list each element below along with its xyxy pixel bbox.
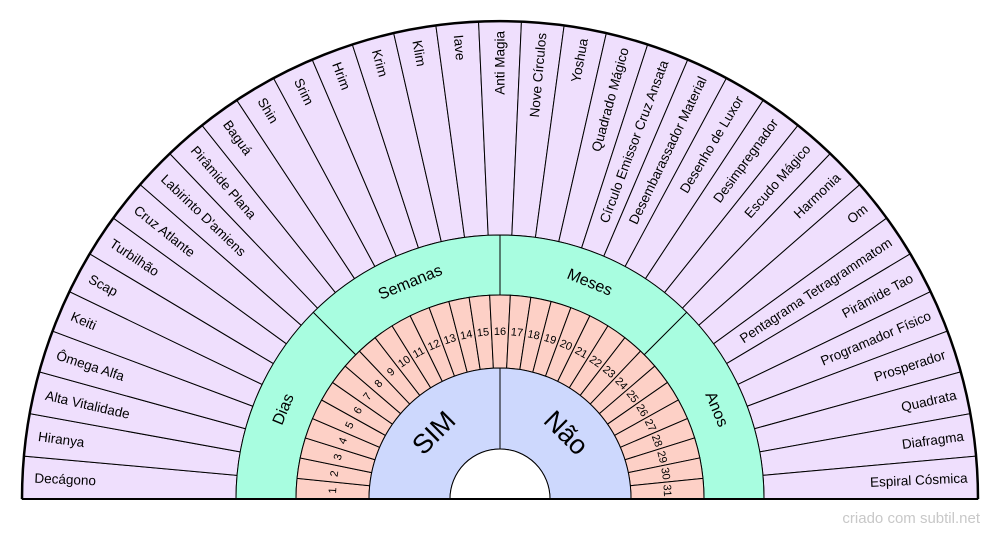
center-hub	[20, 19, 980, 500]
number-label: 31	[660, 484, 673, 497]
number-label: 3	[332, 453, 345, 462]
number-label: 20	[558, 338, 574, 354]
outer-label: Krim	[369, 48, 391, 79]
number-label: 16	[494, 326, 506, 338]
number-label: 12	[426, 338, 442, 354]
number-label: 4	[337, 436, 350, 446]
number-label: 15	[476, 326, 489, 339]
number-label: 25	[624, 388, 641, 405]
number-label: 28	[649, 433, 665, 449]
number-label: 27	[642, 417, 658, 433]
outer-label: Hiranya	[37, 429, 86, 450]
number-label: 14	[459, 328, 473, 342]
number-label: 6	[352, 405, 365, 417]
credit-text: criado com subtil.net	[842, 510, 980, 527]
number-label: 26	[633, 402, 650, 419]
number-label: 30	[658, 467, 672, 481]
number-label: 29	[654, 450, 669, 465]
outer-border	[20, 19, 980, 500]
number-label: 10	[396, 354, 413, 371]
number-label: 11	[411, 345, 427, 361]
number-label: 13	[442, 332, 457, 347]
number-label: 1	[327, 487, 339, 494]
hub-circle	[449, 448, 551, 500]
outer-label: Iave	[451, 34, 468, 61]
outer-label: Anti Magia	[493, 31, 508, 95]
number-label: 19	[542, 332, 557, 347]
number-label: 5	[343, 420, 356, 431]
outer-label: Klim	[409, 39, 428, 68]
number-label: 17	[510, 326, 523, 339]
outer-label: Espiral Cósmica	[870, 470, 969, 489]
number-label: 18	[526, 328, 540, 342]
number-label: 22	[587, 354, 604, 371]
number-label: 2	[329, 470, 342, 478]
outer-label: Decágono	[34, 471, 96, 489]
number-label: 21	[573, 345, 590, 361]
